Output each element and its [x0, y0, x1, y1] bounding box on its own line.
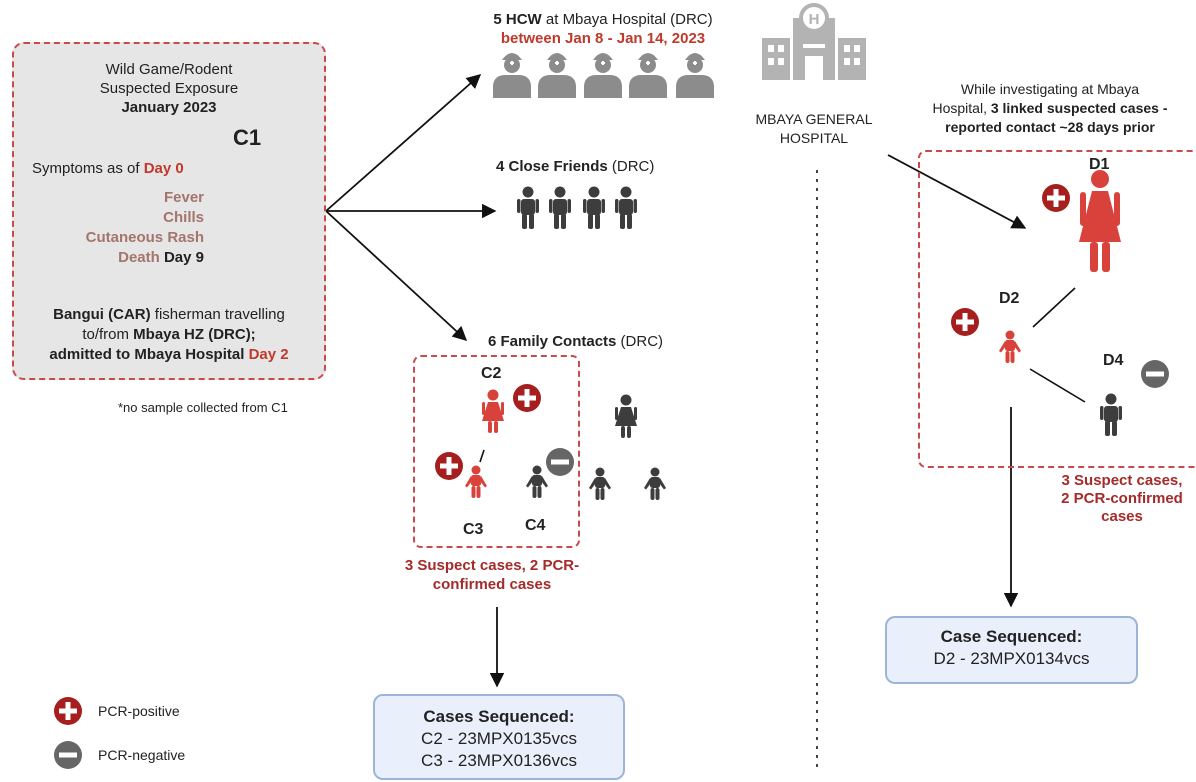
symptom-chills: Chills	[163, 209, 204, 226]
c3-label: C3	[463, 521, 484, 538]
desc-admit-day: Day 2	[248, 346, 289, 363]
d-intro-line-2b: 3 linked suspected cases	[990, 100, 1159, 116]
c1-index-case-box	[12, 42, 326, 380]
desc-fisherman: fisherman travelling	[154, 306, 285, 323]
legend-negative-label: PCR-negative	[98, 747, 186, 763]
friend-person-icon	[549, 186, 571, 229]
d-summary-line-1: 3 Suspect cases,	[1061, 472, 1183, 489]
legend-negative-icon	[54, 741, 82, 769]
symptoms-day: Day 0	[143, 160, 184, 177]
c1-symptom-list: Fever Chills Cutaneous Rash Death Day 9	[40, 188, 204, 268]
family-contacts-label: 6 Family Contacts (DRC)	[488, 333, 663, 350]
exposure-line-2: Suspected Exposure	[99, 80, 239, 97]
hospital-label: MBAYA GENERAL HOSPITAL	[742, 110, 886, 148]
d1-person-icon	[1079, 170, 1121, 272]
cases-sequenced-box: Cases Sequenced: C2 - 23MPX0135vcs C3 - …	[373, 694, 625, 780]
hospital-line-2: HOSPITAL	[779, 130, 849, 146]
friends-count: 4 Close Friends	[496, 158, 608, 175]
friend-person-icon	[517, 186, 539, 229]
exposure-line-1: Wild Game/Rodent	[105, 61, 233, 78]
pcr-negative-marker	[546, 448, 574, 476]
desc-admitted: admitted to Mbaya Hospital	[49, 346, 249, 363]
hospital-line-1: MBAYA GENERAL	[755, 111, 873, 127]
desc-mbaya-hz: Mbaya HZ	[133, 326, 205, 343]
family-summary-line-1: 3 Suspect cases, 2 PCR-	[404, 557, 580, 574]
c1-description: Bangui (CAR) fisherman travelling to/fro…	[12, 305, 326, 365]
family-summary-line-2: confirmed cases	[432, 576, 552, 593]
friends-country: (DRC)	[607, 158, 655, 175]
c1-symptoms-onset: Symptoms as of Day 0	[32, 160, 184, 177]
family-cluster-box	[413, 355, 580, 548]
legend-positive-label: PCR-positive	[98, 703, 180, 719]
symptom-rash: Cutaneous Rash	[85, 229, 204, 246]
exposure-date: January 2023	[121, 99, 217, 116]
hcw-location: at Mbaya Hospital (DRC)	[541, 11, 713, 28]
hcw-count: 5 HCW	[493, 11, 542, 28]
healthcare-worker-icon	[584, 53, 622, 98]
d-intro-line-2a: Hospital,	[932, 100, 991, 116]
d-intro-line-2c: -	[1158, 100, 1168, 116]
svg-text:H: H	[809, 11, 820, 28]
c2-c3-link	[479, 449, 485, 463]
pcr-positive-marker	[435, 452, 463, 480]
c1-footnote: *no sample collected from C1	[118, 400, 288, 415]
desc-tofrom: to/from	[82, 326, 134, 343]
desc-drc: (DRC);	[204, 326, 256, 343]
death-day: Day 9	[163, 249, 204, 266]
pcr-negative-marker	[1141, 360, 1169, 388]
desc-car: (CAR)	[103, 306, 155, 323]
pcr-positive-marker	[1042, 184, 1070, 212]
seq-c-title: Cases Sequenced:	[423, 707, 575, 726]
friend-person-icon	[615, 186, 637, 229]
healthcare-worker-icon	[676, 53, 714, 98]
d-intro-line-3: reported contact ~28 days prior	[945, 119, 1155, 135]
seq-c-line-1: C2 - 23MPX0135vcs	[421, 729, 577, 748]
hcw-header: 5 HCW at Mbaya Hospital (DRC) between Ja…	[472, 10, 734, 48]
close-friends-label: 4 Close Friends (DRC)	[496, 158, 654, 175]
d4-label: D4	[1103, 352, 1124, 369]
family-contact-child-icon	[644, 467, 666, 500]
c1-exposure-text: Wild Game/Rodent Suspected Exposure Janu…	[12, 60, 326, 117]
family-contact-woman-icon	[615, 394, 637, 438]
family-country: (DRC)	[616, 333, 664, 350]
d-cluster-summary: 3 Suspect cases, 2 PCR-confirmed cases	[1048, 472, 1196, 526]
symptom-fever: Fever	[163, 189, 204, 206]
hcw-icons	[493, 53, 714, 98]
d-cluster-intro: While investigating at Mbaya Hospital, 3…	[900, 80, 1196, 137]
desc-bangui: Bangui	[53, 306, 104, 323]
pcr-positive-marker	[951, 308, 979, 336]
seq-c-line-2: C3 - 23MPX0136vcs	[421, 751, 577, 770]
hcw-dates: between Jan 8 - Jan 14, 2023	[500, 30, 706, 47]
hcw-cross-marks	[510, 61, 697, 65]
healthcare-worker-icon	[493, 53, 531, 98]
family-summary: 3 Suspect cases, 2 PCR- confirmed cases	[372, 556, 612, 594]
d-cluster-links	[1029, 287, 1086, 403]
seq-d-line-1: D2 - 23MPX0134vcs	[933, 649, 1090, 668]
d2-label: D2	[999, 290, 1020, 307]
symptoms-prefix: Symptoms as of	[32, 160, 144, 177]
family-count: 6 Family Contacts	[488, 333, 617, 350]
hospital-building-icon: H	[762, 3, 866, 80]
transmission-arrows	[325, 74, 1027, 688]
c1-label: C1	[232, 125, 262, 150]
d1-label: D1	[1089, 156, 1110, 173]
legend-positive-icon	[54, 697, 82, 725]
friend-person-icon	[583, 186, 605, 229]
pcr-positive-marker	[513, 384, 541, 412]
seq-d-title: Case Sequenced:	[940, 627, 1083, 646]
c2-label: C2	[481, 365, 502, 382]
d-intro-line-1: While investigating at Mbaya	[960, 81, 1140, 97]
case-sequenced-box: Case Sequenced: D2 - 23MPX0134vcs	[885, 616, 1138, 684]
symptom-death: Death	[118, 249, 160, 266]
c4-label: C4	[525, 517, 546, 534]
family-contact-child-icon	[589, 467, 611, 500]
d-cluster-box	[918, 150, 1196, 468]
healthcare-worker-icon	[538, 53, 576, 98]
close-friends-icons	[517, 186, 637, 229]
d-summary-line-3: cases	[1101, 508, 1143, 525]
healthcare-worker-icon	[629, 53, 667, 98]
d-summary-line-2: 2 PCR-confirmed	[1061, 490, 1183, 507]
